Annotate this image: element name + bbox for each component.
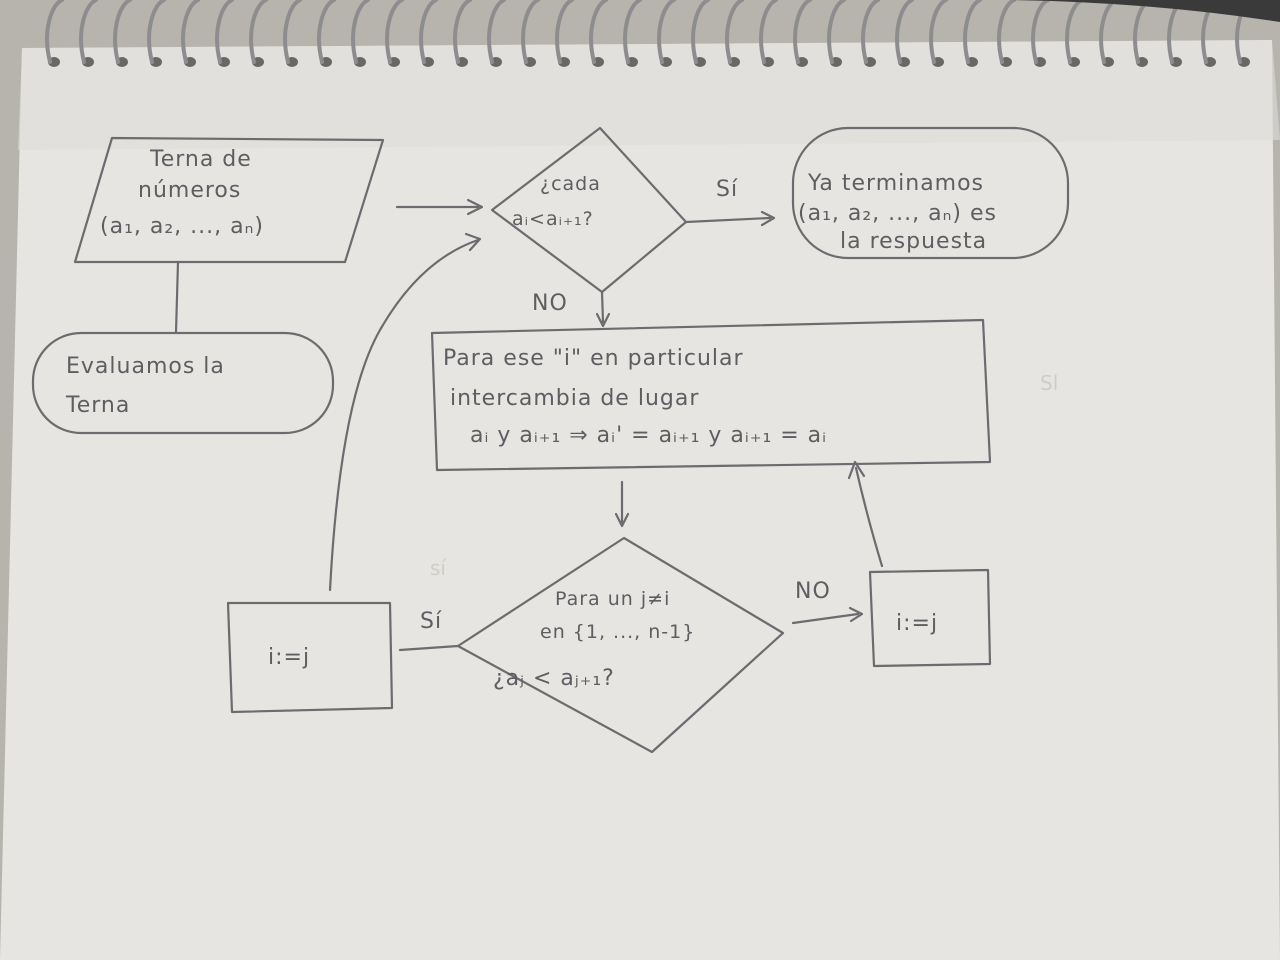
evaluate-shape — [31, 331, 335, 435]
spiral-ring — [725, 0, 744, 64]
evaluate-line1: Evaluamos la — [66, 354, 225, 379]
evaluate-line2: Terna — [65, 393, 130, 418]
done-line1: Ya terminamos — [807, 171, 984, 196]
assign-left-shape — [226, 601, 394, 714]
arrowhead — [614, 512, 630, 528]
check-j-shape — [456, 536, 785, 754]
check-all-line1: ¿cada — [540, 173, 601, 195]
spiral-ring — [793, 0, 812, 64]
assign-left-label: i:=j — [268, 645, 310, 670]
edge-checkj-left — [398, 644, 460, 652]
edge-check-done — [684, 216, 772, 224]
no-top-label: NO — [532, 291, 568, 316]
check-j-line3: ¿aⱼ < aⱼ₊₁? — [493, 666, 615, 691]
spiral-ring — [895, 0, 914, 64]
spiral-ring — [385, 0, 404, 64]
input-line3: (a₁, a₂, ..., aₙ) — [100, 214, 264, 239]
arrowhead — [848, 606, 864, 623]
done-line2: (a₁, a₂, ..., aₙ) es — [798, 201, 997, 226]
spiral-ring — [657, 0, 676, 64]
edge-left-loop — [328, 238, 480, 592]
assign-left-node: i:=j — [226, 601, 394, 714]
spiral-ring — [215, 0, 234, 64]
arrowhead — [464, 232, 482, 252]
dark-object — [1010, 0, 1280, 22]
spiral-ring — [487, 0, 506, 64]
swap-shape — [430, 318, 992, 472]
yes-top-label: Sí — [716, 177, 738, 202]
spiral-ring — [419, 0, 438, 64]
spiral-ring — [555, 0, 574, 64]
spiral-ring — [351, 0, 370, 64]
spiral-ring — [113, 0, 132, 64]
evaluate-node: Evaluamos la Terna — [31, 331, 335, 435]
input-node: Terna de números (a₁, a₂, ..., aₙ) — [73, 136, 385, 264]
swap-node: Para ese "i" en particular intercambia d… — [430, 318, 992, 472]
yes-bottom-label: Sí — [420, 609, 442, 634]
spiral-ring — [147, 0, 166, 64]
swap-line3: aᵢ y aᵢ₊₁ ⇒ aᵢ' = aᵢ₊₁ y aᵢ₊₁ = aᵢ — [470, 423, 827, 448]
spiral-ring — [79, 0, 98, 64]
spiral-binding — [45, 0, 1254, 67]
spiral-ring — [929, 0, 948, 64]
check-j-node: Para un j≠i en {1, ..., n-1} ¿aⱼ < aⱼ₊₁? — [456, 536, 785, 754]
done-line3: la respuesta — [840, 229, 987, 254]
spiral-ring — [623, 0, 642, 64]
spiral-ring — [997, 0, 1016, 64]
spiral-ring — [45, 0, 64, 64]
spiral-ring — [249, 0, 268, 64]
check-j-line1: Para un j≠i — [555, 588, 670, 610]
spiral-ring — [283, 0, 302, 64]
spiral-ring — [861, 0, 880, 64]
arrowhead — [466, 198, 484, 216]
swap-line2: intercambia de lugar — [450, 386, 699, 411]
spiral-ring — [317, 0, 336, 64]
assign-right-label: i:=j — [896, 611, 938, 636]
page-shadow — [18, 40, 1280, 150]
edge-right-swap — [854, 466, 884, 568]
assign-right-shape — [868, 568, 992, 668]
spiral-ring — [181, 0, 200, 64]
notebook-page — [0, 40, 1280, 960]
spiral-ring — [1031, 0, 1050, 64]
ghost-mark: Sl — [1040, 371, 1058, 395]
spiral-ring — [691, 0, 710, 64]
spiral-ring — [759, 0, 778, 64]
edge-check-swap — [600, 290, 605, 324]
input-shape — [73, 136, 385, 264]
no-bottom-label: NO — [795, 579, 831, 604]
check-all-node: ¿cada aᵢ<aᵢ₊₁? — [490, 126, 688, 294]
ghost-mark: sí — [430, 556, 447, 580]
check-j-line2: en {1, ..., n-1} — [540, 621, 695, 643]
swap-line1: Para ese "i" en particular — [443, 346, 744, 371]
input-line2: números — [138, 178, 241, 203]
done-node: Ya terminamos (a₁, a₂, ..., aₙ) es la re… — [791, 126, 1070, 260]
spiral-ring — [827, 0, 846, 64]
done-shape — [791, 126, 1070, 260]
arrowhead — [595, 312, 611, 328]
edge-input-evaluate — [174, 260, 180, 334]
arrowhead — [760, 210, 776, 227]
arrowhead — [847, 460, 866, 480]
input-line1: Terna de — [149, 147, 252, 172]
edge-checkj-right — [791, 612, 860, 625]
spiral-ring — [589, 0, 608, 64]
spiral-ring — [521, 0, 540, 64]
spiral-ring — [963, 0, 982, 64]
check-all-line2: aᵢ<aᵢ₊₁? — [512, 208, 594, 230]
spiral-ring — [453, 0, 472, 64]
assign-right-node: i:=j — [868, 568, 992, 668]
